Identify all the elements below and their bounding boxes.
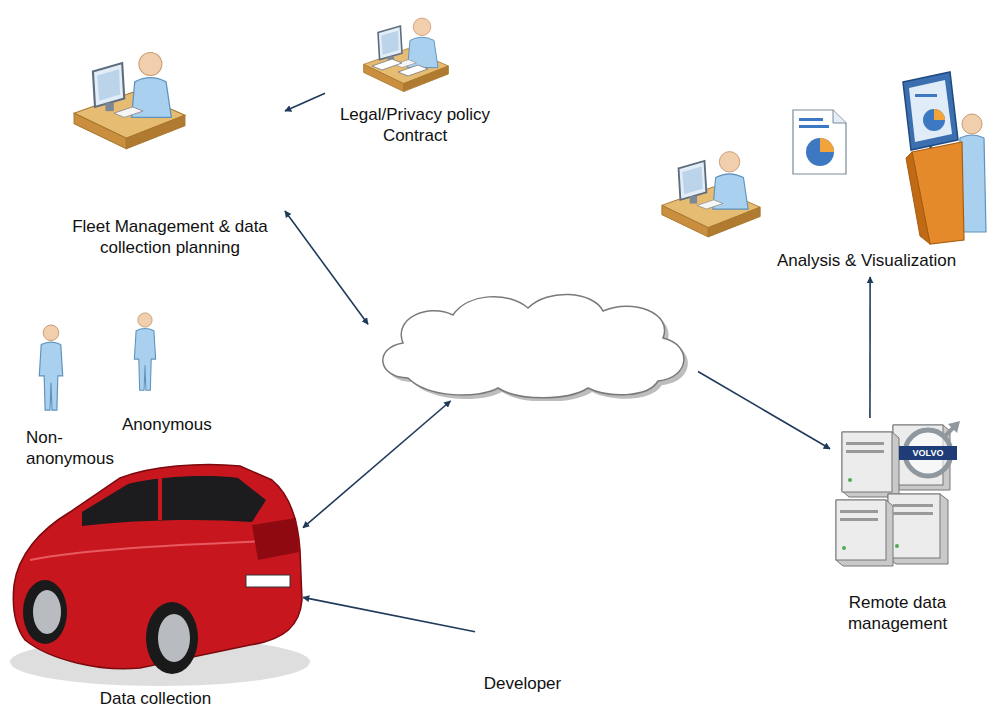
server-box [888,494,948,564]
document-fold [833,110,846,123]
logo-band [899,446,957,460]
pie-slice [820,138,834,152]
wheel-rim [158,614,190,662]
wheel [23,580,67,644]
board-pie [923,109,945,131]
node-caption: Analysis & Visualization [750,250,983,271]
node-caption: Fleet Management & data collection plann… [55,216,285,258]
node-caption: Remote data management [830,592,965,634]
analyst-icon [662,152,760,237]
volvo-logo [899,421,960,476]
developer-node: Developer [475,595,570,700]
connector-arrow [285,211,368,324]
server-slot [846,442,884,445]
board-panel [909,80,952,142]
server-slot [840,518,878,521]
server-box [836,500,893,566]
connector-arrow [303,401,451,528]
car-highlight [30,540,292,560]
desk-worker [364,18,449,92]
node-caption: Developer [475,673,570,694]
presenter-icon [903,72,986,244]
car-node: Data collection [8,450,303,718]
text-line [799,125,829,128]
document [793,110,846,174]
server-slot [846,450,884,453]
tail-light [252,518,299,560]
person-label: Non- anonymous [26,427,126,469]
server-slot [840,510,878,513]
paper [372,59,402,70]
server-box [842,432,899,497]
car-windows [82,476,266,526]
car-illustration [10,465,310,687]
person-figure [39,325,62,410]
server-box [842,432,892,492]
cloud-node [368,283,698,401]
server-led [895,544,899,548]
presenter-head [962,114,982,134]
fleet-icon [74,53,185,149]
analysis-node: Analysis & Visualization [655,65,988,277]
connector-arrow [303,597,475,631]
wheel-rim [33,590,61,634]
connector-arrow [869,277,871,418]
lectern-side [906,152,930,244]
cloud-shape [368,283,698,401]
node-caption: Data collection [8,688,303,709]
server-led [842,546,846,550]
logo-arrowhead [948,421,960,433]
server-slot [893,512,933,515]
server-slot [893,504,933,507]
fleet-node: Fleet Management & data collection plann… [55,40,285,262]
board [903,72,958,150]
car-pillar [158,478,162,520]
paper [398,65,428,76]
legal-node: Legal/Privacy policy Contract [325,8,505,150]
text-line [799,118,823,121]
report-icon [793,110,846,174]
server-node: Remote data management [830,418,965,638]
server-led [848,478,852,482]
node-caption: Legal/Privacy policy Contract [325,104,505,146]
logo-text: VOLVO [899,446,957,460]
board-pie-slice [934,109,945,120]
person-label: Anonymous [122,414,232,435]
person-figure [134,313,155,390]
connector-arrow [698,372,830,449]
legal-icon [364,18,449,92]
wheel [146,602,198,674]
connector-arrow [285,93,325,111]
license-plate [246,575,290,587]
cloud-outline [383,294,684,397]
board-line [915,94,937,97]
server-box [888,494,940,558]
server-box [836,500,886,560]
pie-chart [806,138,834,166]
